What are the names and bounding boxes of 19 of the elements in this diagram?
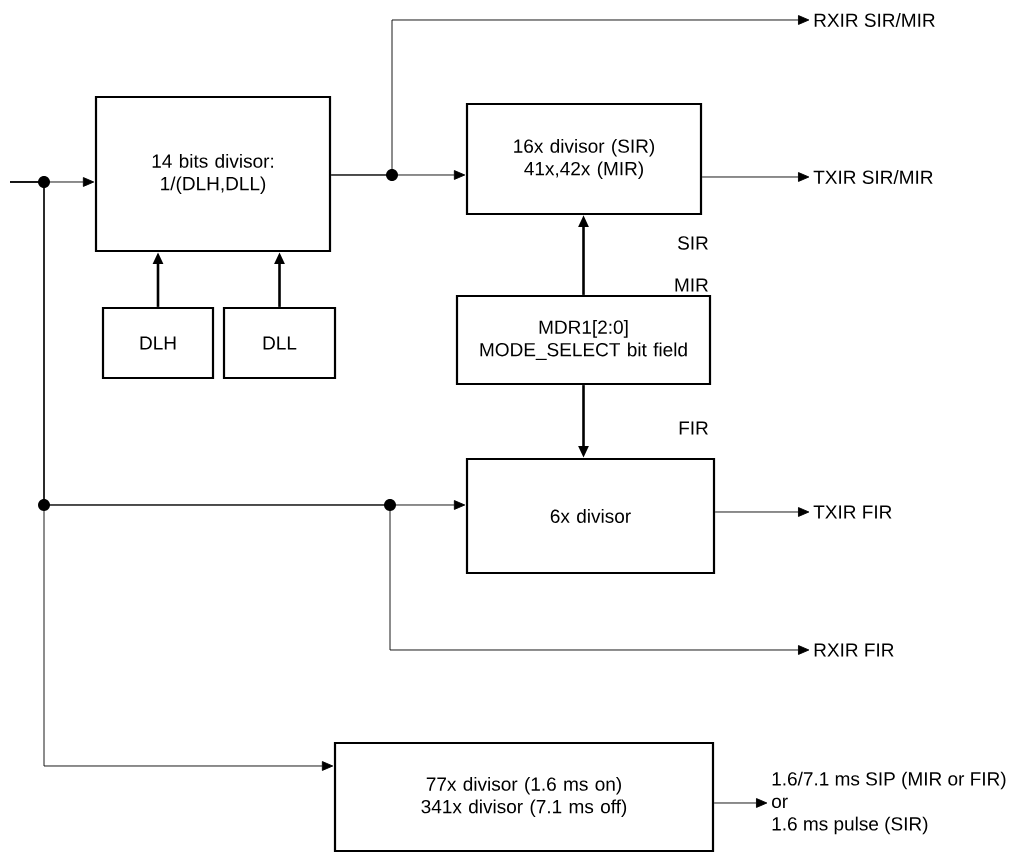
block-box: 16x divisor (SIR) 41x,42x (MIR) bbox=[465, 102, 703, 216]
signal-label: 1.6/7.1 ms SIP (MIR or FIR) or 1.6 ms pulse (SIR) bbox=[772, 771, 1006, 835]
mode-label: SIR bbox=[678, 236, 708, 250]
block-box: 6x divisor bbox=[465, 457, 716, 575]
arrow bbox=[9, 181, 334, 771]
block-box: DLH bbox=[101, 306, 215, 380]
arrow bbox=[713, 798, 768, 808]
block-box: MDR1[2:0] MODE_SELECT bit field bbox=[455, 294, 712, 386]
signal-label: RXIR SIR/MIR bbox=[814, 13, 935, 27]
signal-label: RXIR FIR bbox=[814, 643, 894, 657]
signal-label: TXIR SIR/MIR bbox=[813, 170, 933, 184]
arrow bbox=[330, 15, 810, 176]
mode-label: FIR bbox=[679, 421, 708, 435]
arrow bbox=[714, 507, 810, 517]
signal-label: TXIR FIR bbox=[813, 505, 892, 519]
arrow bbox=[701, 172, 810, 182]
block-box: DLL bbox=[222, 306, 337, 380]
block-box: 14 bits divisor: 1/(DLH,DLL) bbox=[94, 95, 332, 253]
block-box: 77x divisor (1.6 ms on) 341x divisor (7.1 ms off) bbox=[333, 741, 715, 853]
